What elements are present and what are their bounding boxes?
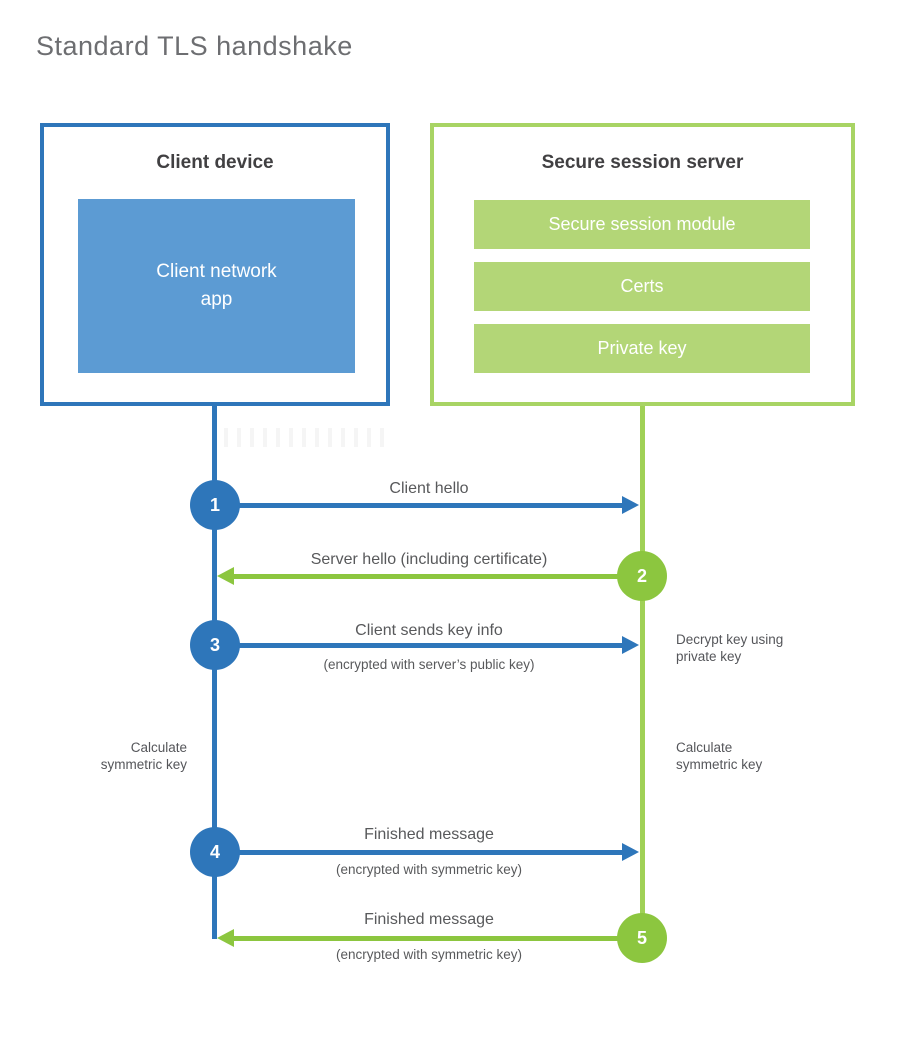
step-1-arrowhead-right-icon (622, 496, 639, 514)
secure-session-server-box: Secure session server Secure session mod… (430, 123, 855, 406)
step-5-badge: 5 (617, 913, 667, 963)
server-module-private-key: Private key (474, 324, 810, 373)
server-module-certs: Certs (474, 262, 810, 311)
step-2-badge: 2 (617, 551, 667, 601)
step-1-badge: 1 (190, 480, 240, 530)
step-3-badge: 3 (190, 620, 240, 670)
step-2-arrow-line (233, 574, 619, 579)
note-decrypt-key: Decrypt key using private key (676, 632, 784, 664)
step-1-label: Client hello (389, 480, 469, 497)
step-1-arrow-line (238, 503, 624, 508)
page-title: Standard TLS handshake (36, 31, 353, 61)
step-2-label: Server hello (including certificate) (310, 551, 548, 568)
server-lifeline (640, 406, 645, 938)
note-calculate-symmetric-key-server: Calculate symmetric key (676, 740, 763, 772)
step-4-arrow-line (238, 850, 624, 855)
server-module-secure-session-module: Secure session module (474, 200, 810, 249)
step-5-sublabel: (encrypted with symmetric key) (335, 947, 523, 962)
step-4-arrowhead-right-icon (622, 843, 639, 861)
step-4-badge: 4 (190, 827, 240, 877)
step-4-label: Finished message (364, 826, 494, 843)
step-3-arrowhead-right-icon (622, 636, 639, 654)
step-3-arrow-line (238, 643, 624, 648)
client-device-title: Client device (156, 152, 274, 173)
step-5-arrow-line (233, 936, 619, 941)
step-4-sublabel: (encrypted with symmetric key) (335, 862, 523, 877)
step-5-arrowhead-left-icon (217, 929, 234, 947)
step-3-label: Client sends key info (355, 622, 503, 639)
step-2-arrowhead-left-icon (217, 567, 234, 585)
note-calculate-symmetric-key-client: Calculate symmetric key (100, 740, 187, 772)
client-lifeline (212, 406, 217, 939)
step-3-sublabel: (encrypted with server’s public key) (323, 657, 535, 672)
client-network-app-box: Client network app (78, 199, 355, 373)
secure-session-server-title: Secure session server (541, 152, 744, 173)
step-5-label: Finished message (364, 911, 494, 928)
faint-dashes-artifact (224, 428, 392, 447)
client-device-box: Client device Client network app (40, 123, 390, 406)
